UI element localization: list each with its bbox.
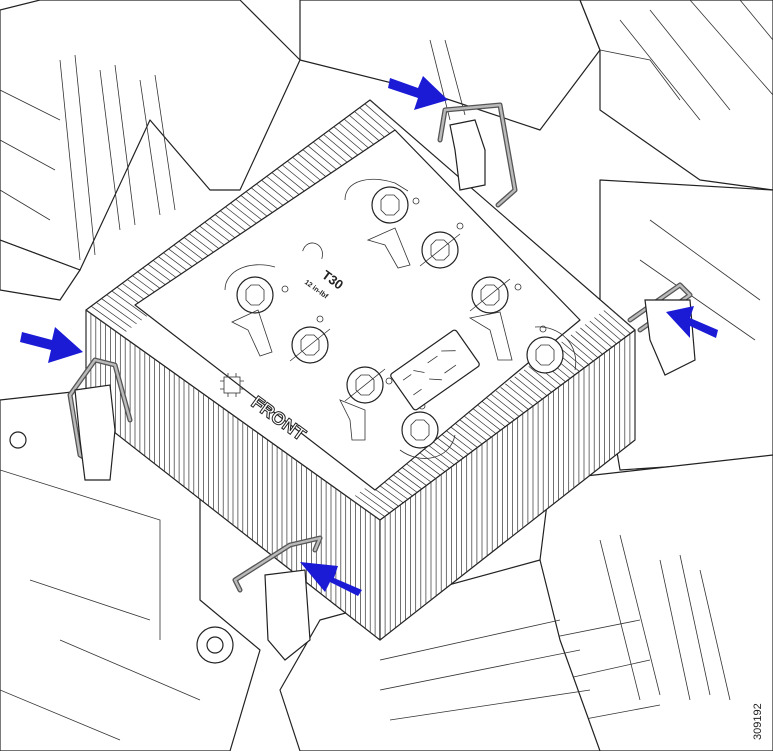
heatsink-screw-5-icon (289, 315, 331, 364)
fin-line (439, 432, 469, 455)
sequence-arrow-2-icon (231, 309, 273, 357)
fin-line (453, 421, 483, 445)
fin-line (355, 495, 385, 517)
fin-line (594, 317, 622, 341)
fin-line (491, 393, 520, 417)
fin-line (101, 298, 137, 325)
sequence-arrow-3-icon (468, 311, 513, 361)
fin-line (425, 442, 455, 466)
fin-line (416, 449, 446, 472)
left-captive-screw (74, 384, 116, 481)
fin-line (106, 294, 142, 321)
wrench-icon (302, 242, 323, 259)
bottom-captive-screw (264, 569, 311, 661)
fin-line (333, 126, 367, 155)
right-arrow-icon (666, 306, 718, 338)
fin-line (364, 488, 395, 510)
fin-line (566, 338, 594, 362)
fin-line (359, 491, 390, 514)
bottom-arrow-icon (300, 562, 362, 596)
fin-line (481, 400, 511, 424)
fin-line (476, 404, 506, 428)
fin-line (359, 107, 392, 136)
fin-line (589, 320, 617, 345)
fin-line (448, 425, 478, 448)
heatsink-top-plate (134, 129, 581, 491)
fin-line (575, 331, 603, 355)
left-bail (67, 357, 133, 481)
cpu-orientation-icon (220, 373, 244, 397)
fin-line (495, 390, 524, 414)
fin-line (328, 130, 362, 159)
sequence-arrow-4-icon (339, 399, 366, 441)
fin-line (420, 446, 450, 469)
bottom-bail (232, 535, 323, 661)
fin-line (96, 302, 132, 328)
fin-line (608, 306, 636, 331)
fin-line (598, 313, 626, 338)
fin-line (297, 153, 331, 181)
fin-line (500, 387, 529, 410)
fin-line (462, 414, 492, 438)
left-arrow-icon (20, 327, 83, 363)
fin-line (505, 383, 534, 407)
fin-line (111, 290, 147, 317)
fin-line (472, 407, 501, 431)
heatsink-screw-1-icon (344, 179, 420, 224)
fin-line (302, 149, 336, 177)
fin-line (458, 418, 487, 441)
fin-line (514, 376, 543, 400)
heatsink-screw-8-icon (399, 402, 456, 459)
heatsink: T30 12 in-lbf FRONT (85, 99, 636, 641)
heatsink-screw-3-icon (224, 264, 289, 314)
fin-line (570, 334, 599, 358)
fin-line (467, 411, 497, 434)
fin-line (406, 456, 436, 479)
heatsink-screw-7-icon (344, 366, 393, 404)
sequence-arrow-1-icon (366, 227, 411, 269)
top-right-captive-screw (449, 119, 486, 191)
top-right-bail (437, 102, 518, 208)
fin-line (434, 435, 464, 459)
heatsink-screw-2-icon (419, 222, 464, 269)
fin-line (292, 157, 326, 185)
fin-line (349, 115, 382, 143)
fin-line (580, 327, 608, 351)
heatsink-fins-right (379, 330, 636, 640)
fin-line (338, 122, 372, 151)
fin-line (85, 309, 122, 336)
fin-line (523, 369, 552, 393)
fin-line (369, 99, 403, 128)
fin-line (509, 380, 538, 403)
fin-line (584, 324, 613, 348)
heatsink-screw-4-icon (469, 276, 522, 314)
fin-line (354, 111, 387, 140)
fin-line (350, 498, 381, 521)
fin-line (486, 397, 515, 421)
fin-line (343, 118, 377, 147)
chassis-top-center (299, 0, 601, 131)
fin-line (603, 310, 631, 334)
fin-line (364, 103, 397, 132)
fin-line (312, 141, 346, 170)
fin-line (430, 439, 460, 462)
top-arrow-icon (388, 76, 448, 110)
fin-line (318, 137, 352, 166)
fin-line (444, 428, 473, 452)
fin-line (323, 134, 357, 162)
figure-id-label: 309192 (752, 703, 764, 740)
fin-line (307, 145, 341, 174)
fin-line (519, 373, 548, 396)
sequence-legend (390, 329, 480, 411)
fin-line (90, 305, 127, 332)
heatsink-screw-6-icon (526, 325, 577, 374)
fin-line (528, 366, 557, 389)
indicator-arrows (20, 76, 718, 596)
dimm-slots-top-left (0, 54, 176, 261)
